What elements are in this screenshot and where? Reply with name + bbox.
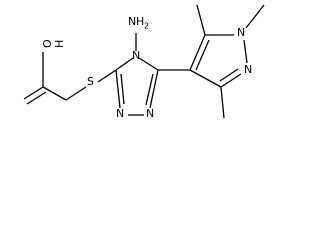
bond-c3pyr-c4pyr: [189, 69, 222, 88]
bond-c-ch2: [42, 86, 67, 101]
atom-h-amino: H: [136, 15, 144, 28]
bond-c5pyr-methyl: [196, 4, 206, 36]
atom-n1-triazole: N: [146, 107, 154, 120]
bond-c4pyr-c5pyr: [189, 34, 206, 71]
molecule-canvas: N H 2 N S N N N N O H: [23, 4, 265, 120]
bond-s-c3: [97, 69, 117, 83]
bond-c3-n4: [115, 57, 134, 71]
bond-n2-c3: [115, 69, 121, 109]
bond-n2-c3-double: [120, 73, 125, 105]
atom-o-hydroxyl: O: [41, 39, 54, 48]
bond-ch2-s: [65, 86, 87, 101]
atom-n2-pyrazole: N: [244, 63, 252, 76]
bond-c3pyr-methyl: [220, 86, 225, 119]
bond-n4-c5: [138, 57, 159, 71]
molecule-structure: N H 2 N S N N N N O H: [23, 4, 265, 120]
bond-cooh-c-o-double-2: [26, 91, 47, 105]
atom-s-thioether: S: [87, 75, 94, 88]
bond-n1pyr-n2pyr: [243, 39, 248, 64]
bond-c5-n1-double: [145, 73, 154, 106]
atom-n2-triazole: N: [116, 107, 124, 120]
atom-h-hydroxyl: H: [53, 40, 66, 48]
bond-n2pyr-c3pyr-double: [219, 68, 239, 82]
atom-n1-pyrazole: N: [237, 26, 245, 39]
atom-n4-triazole: N: [132, 49, 140, 62]
atom-amino-subscript: 2: [144, 22, 149, 31]
bond-c5-n1: [149, 69, 159, 109]
bond-n1pyr-methyl: [245, 4, 265, 29]
bond-n2pyr-c3pyr: [220, 73, 242, 88]
atom-n-amino: N: [128, 15, 136, 28]
bond-c4pyr-c5pyr-double: [195, 39, 210, 71]
bond-cooh-c-o-double-1: [23, 86, 44, 100]
